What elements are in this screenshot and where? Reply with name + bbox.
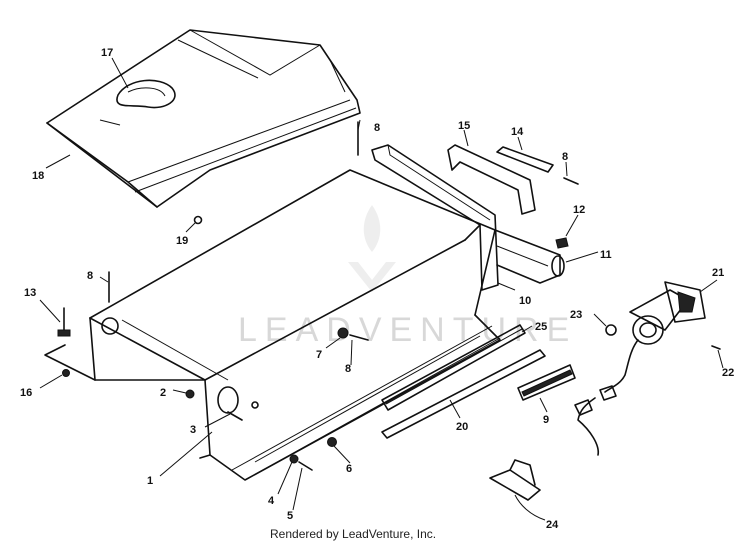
part-8-screw-right: [563, 177, 579, 185]
fasteners: [57, 121, 721, 471]
part-3-washer: [251, 401, 259, 409]
watermark: LEADVENTURE: [238, 205, 577, 349]
part-21-light-housing: [629, 281, 706, 345]
callout-8-right: 8: [562, 151, 568, 163]
part-18-hood-cover: [46, 29, 361, 208]
part-25-trim-strip: [381, 324, 526, 411]
part-20-bar: [381, 349, 546, 439]
part-8-screw-mid: [349, 334, 369, 341]
part-3-bolt: [227, 411, 243, 421]
callout-labels: 17 18 19 8 15 14 8 12 11 10 25 21 23 22 …: [20, 47, 734, 531]
callout-7: 7: [316, 349, 322, 361]
callout-25: 25: [535, 321, 547, 333]
callout-8-mid: 8: [345, 363, 351, 375]
part-19-bolt: [193, 215, 203, 225]
watermark-text: LEADVENTURE: [238, 311, 577, 349]
part-17-opening: [116, 79, 176, 109]
callout-22: 22: [722, 367, 734, 379]
callout-8-left: 8: [87, 270, 93, 282]
render-credit: Rendered by LeadVenture, Inc.: [270, 527, 436, 541]
part-15-handle: [447, 144, 536, 215]
callout-14: 14: [511, 126, 524, 138]
callout-9: 9: [543, 414, 549, 426]
callout-18: 18: [32, 170, 44, 182]
callout-4: 4: [268, 495, 275, 507]
callout-10: 10: [519, 295, 531, 307]
callout-8-top: 8: [374, 122, 380, 134]
part-2-nut: [185, 389, 195, 399]
callout-16: 16: [20, 387, 32, 399]
callout-15: 15: [458, 120, 470, 132]
callout-13: 13: [24, 287, 36, 299]
callout-5: 5: [287, 510, 293, 522]
part-13-nut: [57, 329, 71, 337]
callout-12: 12: [573, 204, 585, 216]
part-5-bolt: [298, 461, 313, 471]
part-23-nut: [605, 324, 617, 336]
wiring-harness: [574, 339, 639, 456]
leader-lines: [39, 57, 724, 521]
leadventure-logo-icon: [348, 205, 396, 292]
callout-21: 21: [712, 267, 724, 279]
callout-20: 20: [456, 421, 468, 433]
part-10-back-panel: [371, 144, 499, 291]
part-14-handle-pad: [496, 146, 554, 173]
part-12-clip: [555, 237, 569, 249]
callout-23: 23: [570, 309, 582, 321]
callout-2: 2: [160, 387, 166, 399]
part-6-nut: [327, 437, 337, 447]
callout-6: 6: [346, 463, 352, 475]
callout-3: 3: [190, 424, 196, 436]
part-22-screw: [711, 345, 721, 350]
callout-11: 11: [600, 249, 612, 261]
part-24-connector: [489, 459, 541, 501]
callout-1: 1: [147, 475, 153, 487]
part-1-housing: [44, 169, 501, 481]
callout-24: 24: [546, 519, 559, 531]
callout-17: 17: [101, 47, 113, 59]
part-16-nut: [62, 369, 70, 377]
part-4-nut: [289, 454, 299, 464]
part-11-bumper-bar: [494, 229, 565, 284]
part-7-grommet: [337, 327, 349, 339]
callout-19: 19: [176, 235, 188, 247]
part-9-light-lens: [517, 364, 576, 401]
